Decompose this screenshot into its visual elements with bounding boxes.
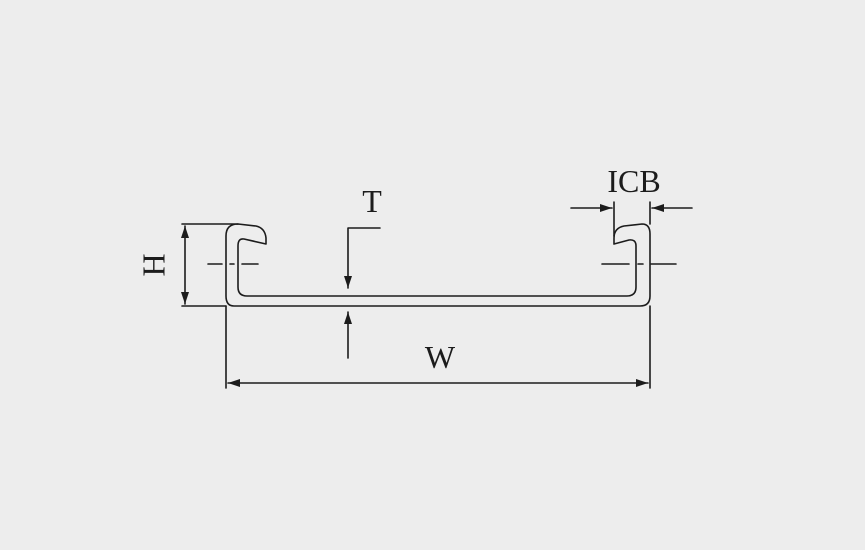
icb-dimension <box>570 201 693 237</box>
height-label: H <box>135 253 171 276</box>
height-dimension <box>181 223 239 307</box>
icb-label: ICB <box>607 163 660 199</box>
tray-profile-outline <box>225 223 651 307</box>
width-label: W <box>425 339 456 375</box>
thickness-label: T <box>362 183 382 219</box>
thickness-dimension <box>344 227 381 359</box>
width-dimension <box>225 305 651 389</box>
